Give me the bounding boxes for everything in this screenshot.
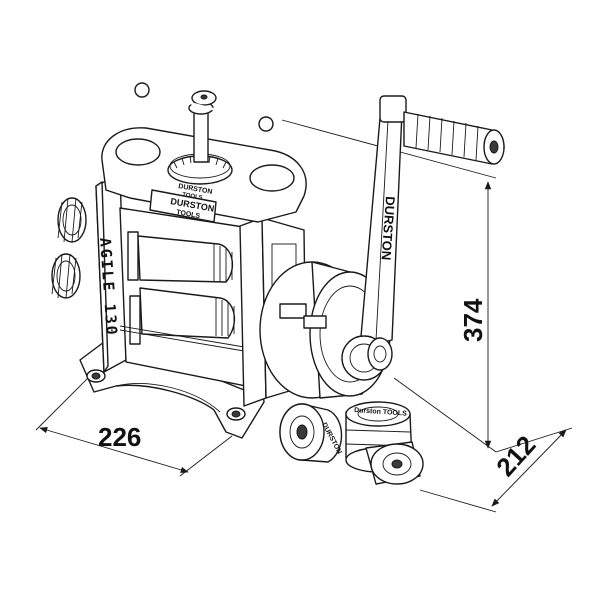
- adjustment-handle: [134, 82, 274, 185]
- roller-brand-2: Durston TOOLS: [354, 407, 407, 418]
- crank-arm: DURSTON: [341, 95, 407, 381]
- dimension-height: 374: [281, 119, 497, 453]
- dimension-width-label: 226: [98, 422, 141, 452]
- handle-brand-label: DURSTON: [379, 196, 398, 261]
- crank-grip: [403, 111, 505, 165]
- machine-base: [79, 341, 265, 439]
- dimension-width: 226: [35, 373, 233, 477]
- dimension-depth-label: 212: [490, 430, 541, 482]
- dimension-height-label: 374: [458, 298, 488, 342]
- brand-plate-line2: TOOLS: [176, 209, 201, 220]
- left-gear-stack: [51, 197, 87, 299]
- dimension-depth: 212: [419, 427, 573, 513]
- loose-roller-3: [365, 441, 424, 485]
- left-frame-column: AGILE 130: [95, 173, 127, 373]
- roller-housing: [119, 207, 257, 389]
- brand-top-line2: TOOLS: [182, 192, 203, 201]
- loose-roller-1: DURSTON: [279, 403, 343, 463]
